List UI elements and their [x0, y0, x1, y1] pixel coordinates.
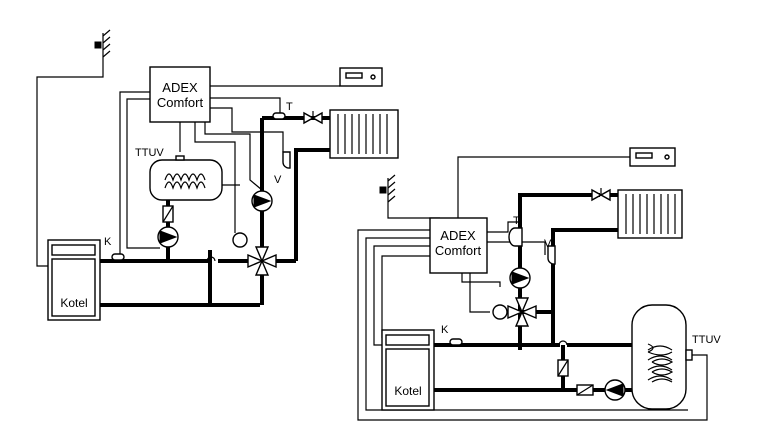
piping-left	[96, 116, 330, 307]
radiator-valve-right	[591, 188, 611, 202]
boiler-sensor-right: K	[441, 324, 463, 346]
tank-sensor-left-label: TTUV	[135, 147, 164, 159]
controller-right: ADEX Comfort	[429, 217, 488, 274]
radiator-left	[329, 109, 399, 159]
pipe-crossover-right	[558, 340, 568, 346]
controller-left: ADEX Comfort	[149, 66, 211, 123]
radiator-right	[617, 189, 683, 239]
valve-sensor-left: V	[274, 151, 291, 186]
radiator-valve-left	[303, 111, 323, 125]
boiler-sensor-left-label: K	[104, 236, 112, 248]
room-unit-left	[339, 67, 383, 87]
outdoor-sensor-left	[94, 29, 111, 60]
check-valve-right-vertical	[557, 359, 569, 377]
flow-sensor-right: T	[508, 215, 523, 247]
pump-heating-left	[251, 190, 273, 212]
left-schema: ADEX Comfort	[36, 29, 399, 321]
mixing-valve-left	[247, 246, 277, 276]
tank-sensor-right-label: TTUV	[692, 334, 721, 346]
valve-sensor-right: V	[544, 238, 556, 265]
boiler-right-label: Kotel	[394, 384, 421, 398]
room-unit-right	[629, 147, 676, 167]
boiler-sensor-right-label: K	[441, 324, 449, 336]
boiler-left: Kotel	[47, 239, 101, 321]
pump-heating-right	[509, 267, 531, 289]
pipe-crossover-left	[206, 256, 216, 262]
pump-tank-left	[157, 226, 179, 248]
water-tank-left: TTUV	[135, 147, 223, 201]
right-schema: ADEX Comfort	[357, 147, 721, 421]
boiler-right: Kotel	[381, 329, 435, 411]
wiring-right	[357, 156, 708, 421]
mixing-valve-right	[507, 297, 537, 327]
flow-sensor-left-label: T	[286, 101, 293, 113]
outdoor-sensor-right	[379, 174, 396, 205]
controller-right-line2: Comfort	[435, 243, 482, 258]
valve-actuator-right	[492, 304, 508, 320]
check-valve-left	[162, 205, 174, 223]
valve-sensor-left-label: V	[274, 174, 282, 186]
controller-left-line2: Comfort	[157, 95, 204, 110]
boiler-left-label: Kotel	[60, 296, 87, 310]
flow-sensor-right-label: T	[513, 215, 520, 227]
pump-tank-right	[604, 379, 626, 401]
valve-actuator-left	[232, 232, 248, 248]
valve-sensor-right-label: V	[544, 238, 552, 250]
boiler-sensor-left: K	[104, 236, 125, 261]
controller-right-line1: ADEX	[440, 228, 476, 243]
water-tank-right: TTUV	[631, 304, 721, 410]
flow-sensor-left: T	[272, 101, 293, 120]
check-valve-right-horizontal	[576, 384, 594, 396]
controller-left-line1: ADEX	[162, 80, 198, 95]
